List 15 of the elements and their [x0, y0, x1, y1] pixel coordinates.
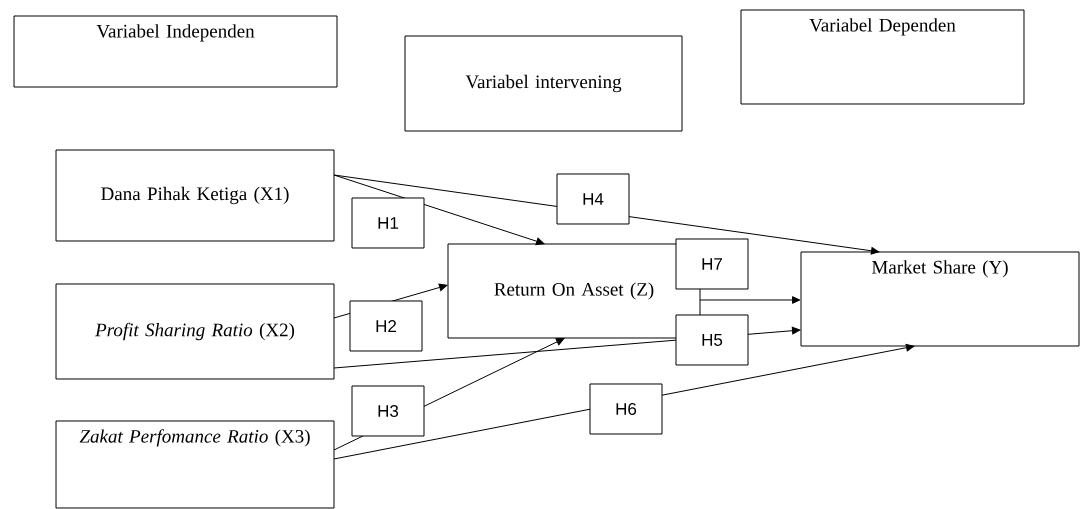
variable-box: Variabel intervening — [404, 35, 683, 132]
edge-label: H2 — [349, 300, 423, 352]
variable-box: Market Share (Y) — [800, 251, 1080, 347]
variable-box: Variabel Independen — [13, 15, 338, 88]
edge-label: H5 — [675, 314, 749, 366]
edge-label: H3 — [351, 385, 425, 437]
variable-box: Zakat Perfomance Ratio (X3) — [55, 420, 335, 509]
variable-box: Dana Pihak Ketiga (X1) — [55, 149, 335, 242]
variable-box: Variabel Dependen — [740, 9, 1025, 105]
variable-box: Profit Sharing Ratio (X2) — [55, 283, 335, 380]
edge-label: H6 — [589, 383, 663, 435]
edge-label: H4 — [556, 173, 630, 225]
edge-label: H1 — [351, 197, 425, 249]
edge-label: H7 — [675, 238, 749, 290]
arrow — [699, 296, 801, 304]
